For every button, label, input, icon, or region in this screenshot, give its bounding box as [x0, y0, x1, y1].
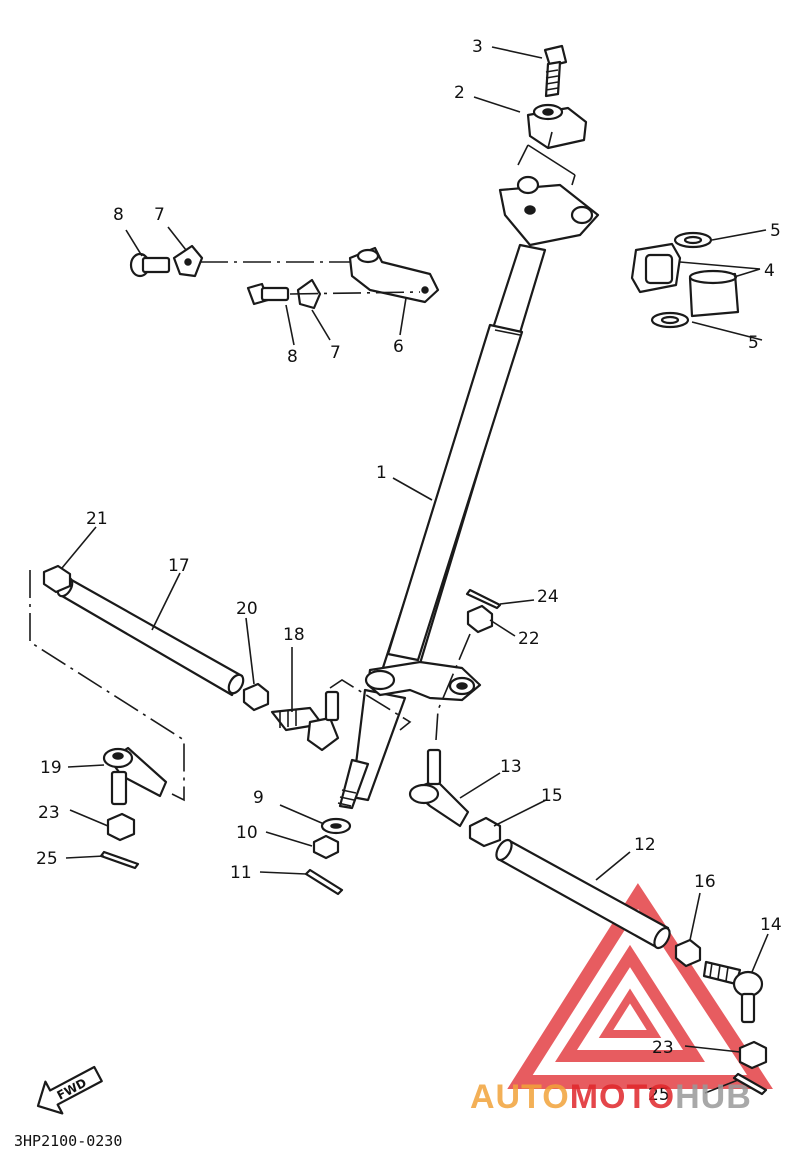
- callout-11: 11: [230, 863, 252, 883]
- callout-18: 18: [283, 625, 305, 645]
- callout-14: 14: [760, 915, 782, 935]
- callout-23-left: 23: [38, 803, 60, 823]
- callout-17: 17: [168, 556, 190, 576]
- rod-end-part: [102, 690, 764, 1024]
- callout-20: 20: [236, 599, 258, 619]
- watermark-moto: MOTO: [570, 1078, 675, 1116]
- callout-25-right: 25: [648, 1085, 670, 1105]
- callout-8-lower: 8: [287, 347, 298, 367]
- callout-8-upper: 8: [113, 205, 124, 225]
- forward-arrow-icon: FWD: [36, 1065, 103, 1115]
- callout-7-upper: 7: [154, 205, 165, 225]
- callout-4: 4: [764, 261, 775, 281]
- callout-9: 9: [253, 788, 264, 808]
- callout-3: 3: [472, 37, 483, 57]
- callout-25-left: 25: [36, 849, 58, 869]
- callout-12: 12: [634, 835, 656, 855]
- leader-lines: [61, 46, 769, 1094]
- svg-text:AUTOMOTOHUB: AUTOMOTOHUB: [470, 1078, 752, 1116]
- callout-2: 2: [454, 83, 465, 103]
- callout-22: 22: [518, 629, 540, 649]
- callout-24: 24: [537, 587, 559, 607]
- cable-bolt-part: [129, 252, 290, 306]
- callout-21: 21: [86, 509, 108, 529]
- watermark-text: AUTOMOTOHUB: [470, 1078, 752, 1116]
- column-holder-part: [517, 103, 588, 186]
- callout-1: 1: [376, 463, 387, 483]
- watermark-hub: HUB: [675, 1078, 752, 1116]
- watermark-auto: AUTO: [470, 1078, 570, 1116]
- nut-part: [42, 564, 768, 1070]
- callout-labels: 1 2 3 4 5 5 6 7 7 8 8 9 10 11 12 13 14 1…: [36, 37, 782, 1105]
- callout-5-upper: 5: [770, 221, 781, 241]
- callout-15: 15: [541, 786, 563, 806]
- cable-guide-part: [348, 246, 440, 304]
- clamp-part: [172, 244, 322, 310]
- callout-19: 19: [40, 758, 62, 778]
- callout-16: 16: [694, 872, 716, 892]
- cotter-pin-part: [99, 588, 768, 1096]
- callout-10: 10: [236, 823, 258, 843]
- bushing-part: [630, 242, 740, 318]
- bolt-part: [543, 44, 568, 98]
- watermark-logo: [507, 883, 773, 1089]
- callout-13: 13: [500, 757, 522, 777]
- washer-part: [650, 231, 713, 329]
- steering-column-part: [337, 175, 600, 810]
- callout-5-lower: 5: [748, 333, 759, 353]
- washer-small-part: [320, 817, 352, 835]
- diagram-code: 3HP2100-0230: [14, 1132, 122, 1150]
- callout-6: 6: [393, 337, 404, 357]
- callout-7-lower: 7: [330, 343, 341, 363]
- assembly-lines: [29, 261, 471, 802]
- callout-23-right: 23: [652, 1038, 674, 1058]
